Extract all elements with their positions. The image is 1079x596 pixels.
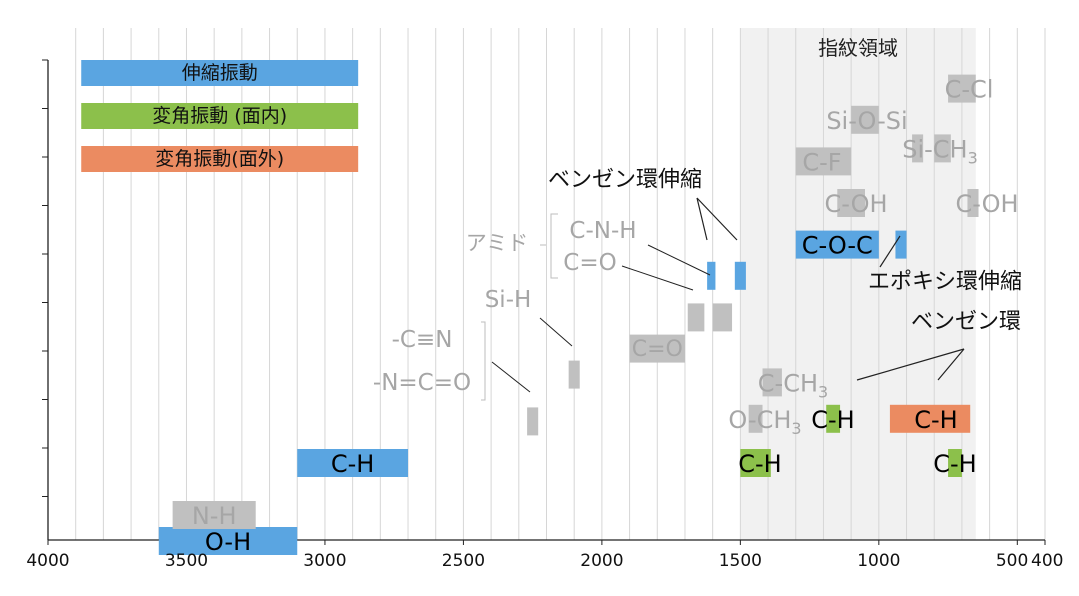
bar-label: O-H: [205, 528, 251, 556]
bar: [527, 407, 539, 436]
x-tick-label: 4000: [26, 551, 69, 571]
bar: [158, 527, 298, 555]
epoxy-stretch-label: エポキシ環伸縮: [868, 270, 1022, 295]
si-h-label: Si-H: [485, 287, 532, 313]
si-h-leader: [539, 317, 573, 347]
bar: [934, 134, 951, 163]
bar: [740, 449, 771, 477]
bar-label: C=O: [632, 337, 683, 362]
benzene-stretch-leader-1: [696, 197, 708, 241]
bar-label: Si-CH3: [902, 135, 978, 167]
benzene-stretch-label: ベンゼン環伸縮: [548, 168, 702, 193]
bar: [837, 189, 865, 217]
legend-swatch: [81, 103, 359, 129]
amide-co-label: C=O: [563, 250, 616, 276]
bar: [172, 501, 256, 529]
annotation-lines: [481, 197, 965, 401]
legend-label: 伸縮振動: [182, 62, 258, 84]
amide-bracket: [550, 213, 558, 279]
bar: [734, 261, 746, 290]
bar: [712, 303, 733, 332]
bar: [948, 74, 976, 103]
legend-swatch: [81, 146, 359, 172]
bar: [795, 147, 852, 176]
bar: [948, 449, 962, 477]
bar: [762, 368, 782, 397]
x-tick-label: 500: [996, 551, 1028, 571]
bar-label: C-H: [331, 450, 374, 478]
x-tick-label: 1500: [719, 551, 762, 571]
bar: [851, 105, 879, 134]
legend-swatch: [81, 60, 359, 86]
bar: [889, 404, 971, 433]
bars: [81, 60, 979, 555]
bar-label: C-OH: [955, 190, 1018, 218]
x-tick-label: 2000: [580, 551, 623, 571]
benzene-ring-label: ベンゼン環: [911, 310, 1021, 335]
epoxy-leader: [879, 235, 901, 268]
bar: [568, 360, 580, 389]
bar-label: C-CH3: [758, 369, 828, 401]
x-tick-label: 1000: [857, 551, 900, 571]
fingerprint-region-label: 指紋領域: [818, 36, 898, 60]
bar-label: C-O-C: [802, 232, 873, 260]
cn-leader: [491, 361, 531, 393]
bar-label: N-H: [192, 502, 237, 530]
bar-label: Si-O-Si: [826, 107, 907, 135]
co-leader: [621, 265, 694, 291]
bar-label: O-CH3: [728, 406, 801, 438]
bar: [795, 230, 879, 259]
benzene-ring-leader-2: [937, 348, 965, 381]
bar-label: C-H: [811, 406, 854, 434]
amide-label: アミド: [466, 231, 529, 255]
bar-label: C-H: [933, 450, 976, 478]
bar-label: C-H: [738, 450, 781, 478]
nco-label: -N=C=O: [373, 370, 471, 396]
cnh-leader: [647, 244, 711, 276]
x-tick-label: 3500: [165, 551, 208, 571]
bar-label: C-H: [914, 406, 957, 434]
legend-label: 変角振動(面外): [155, 148, 284, 170]
bar-label: C-F: [802, 148, 841, 176]
bar-label: C-OH: [824, 190, 887, 218]
bar: [895, 230, 907, 259]
bar: [912, 134, 924, 163]
x-tick-label: 400: [1031, 551, 1063, 571]
bar: [748, 404, 763, 433]
cn-bracket: [481, 321, 486, 401]
bar: [707, 261, 716, 290]
cnh-label: C-N-H: [569, 218, 636, 244]
benzene-stretch-leader-2: [696, 197, 738, 241]
bar-label: C-Cl: [945, 76, 994, 104]
bar: [297, 449, 409, 477]
x-tick-label: 3000: [303, 551, 346, 571]
bar: [687, 303, 705, 332]
benzene-ring-leader-1: [856, 348, 965, 381]
bar: [629, 334, 685, 363]
legend-label: 変角振動 (面内): [152, 105, 287, 127]
x-tick-label: 2500: [442, 551, 485, 571]
bar: [967, 189, 979, 217]
bar: [826, 404, 841, 433]
cn-label: -C≡N: [392, 327, 453, 353]
